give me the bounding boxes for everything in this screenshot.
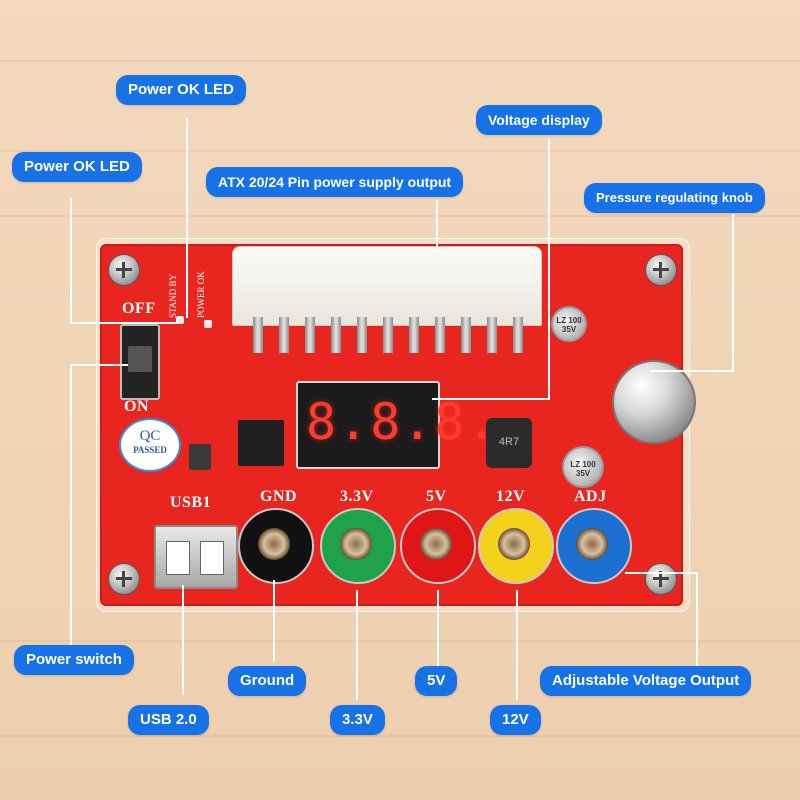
v5-socket[interactable] <box>400 508 476 584</box>
voltage-display: 8.8.8. <box>296 381 497 469</box>
pressure-regulating-knob[interactable] <box>612 360 696 444</box>
callout-power-ok-led-top: Power OK LED <box>116 75 246 105</box>
callout-atx-output: ATX 20/24 Pin power supply output <box>206 167 464 197</box>
capacitor-top: LZ 100 35V <box>551 306 587 342</box>
leader-line <box>273 580 275 662</box>
leader-line <box>548 138 550 400</box>
v12-socket[interactable] <box>478 508 554 584</box>
ground-socket[interactable] <box>238 508 314 584</box>
callout-adjustable-voltage: Adjustable Voltage Output <box>540 666 752 696</box>
callout-power-switch: Power switch <box>14 645 134 675</box>
screw-icon <box>108 563 140 595</box>
standby-silk: STAND BY <box>168 273 178 318</box>
callout-12v: 12V <box>490 705 541 735</box>
callout-ground: Ground <box>228 666 307 696</box>
capacitor-bottom: LZ 100 35V <box>562 446 604 488</box>
leader-line <box>437 590 439 666</box>
qc-passed-sticker: QC PASSED <box>119 418 181 472</box>
atx-connector <box>232 246 542 353</box>
v12-silk: 12V <box>496 488 526 505</box>
power-ok-silk: POWER OK <box>196 271 206 318</box>
leader-line <box>650 370 734 372</box>
power-ok-led <box>204 320 212 328</box>
off-label: OFF <box>122 300 156 317</box>
callout-voltage-display: Voltage display <box>476 105 602 135</box>
ic-chip <box>238 420 284 466</box>
leader-line <box>436 200 438 250</box>
standby-led <box>176 316 184 324</box>
usb-port[interactable] <box>154 525 238 589</box>
callout-5v: 5V <box>415 666 458 696</box>
screw-icon <box>645 563 677 595</box>
leader-line <box>696 572 698 666</box>
leader-line <box>70 322 180 324</box>
leader-line <box>732 214 734 372</box>
leader-line <box>186 118 188 318</box>
v5-silk: 5V <box>426 488 447 505</box>
regulator-chip <box>189 444 211 470</box>
leader-line <box>182 585 184 695</box>
power-switch[interactable] <box>120 324 160 400</box>
leader-line <box>432 398 550 400</box>
callout-3-3v: 3.3V <box>330 705 385 735</box>
callout-usb: USB 2.0 <box>128 705 209 735</box>
usb1-silk: USB1 <box>170 494 212 511</box>
adj-socket[interactable] <box>556 508 632 584</box>
on-label: ON <box>124 398 149 415</box>
callout-pressure-knob: Pressure regulating knob <box>584 183 765 213</box>
leader-line <box>70 364 128 366</box>
leader-line <box>625 572 697 574</box>
leader-line <box>70 198 72 322</box>
inductor: 4R7 <box>486 418 532 468</box>
leader-line <box>70 364 72 646</box>
v33-silk: 3.3V <box>340 488 374 505</box>
adj-silk: ADJ <box>574 488 607 505</box>
screw-icon <box>645 254 677 286</box>
v33-socket[interactable] <box>320 508 396 584</box>
screw-icon <box>108 254 140 286</box>
leader-line <box>356 590 358 700</box>
callout-power-ok-led-left: Power OK LED <box>12 152 142 182</box>
gnd-silk: GND <box>260 488 298 505</box>
leader-line <box>516 590 518 700</box>
